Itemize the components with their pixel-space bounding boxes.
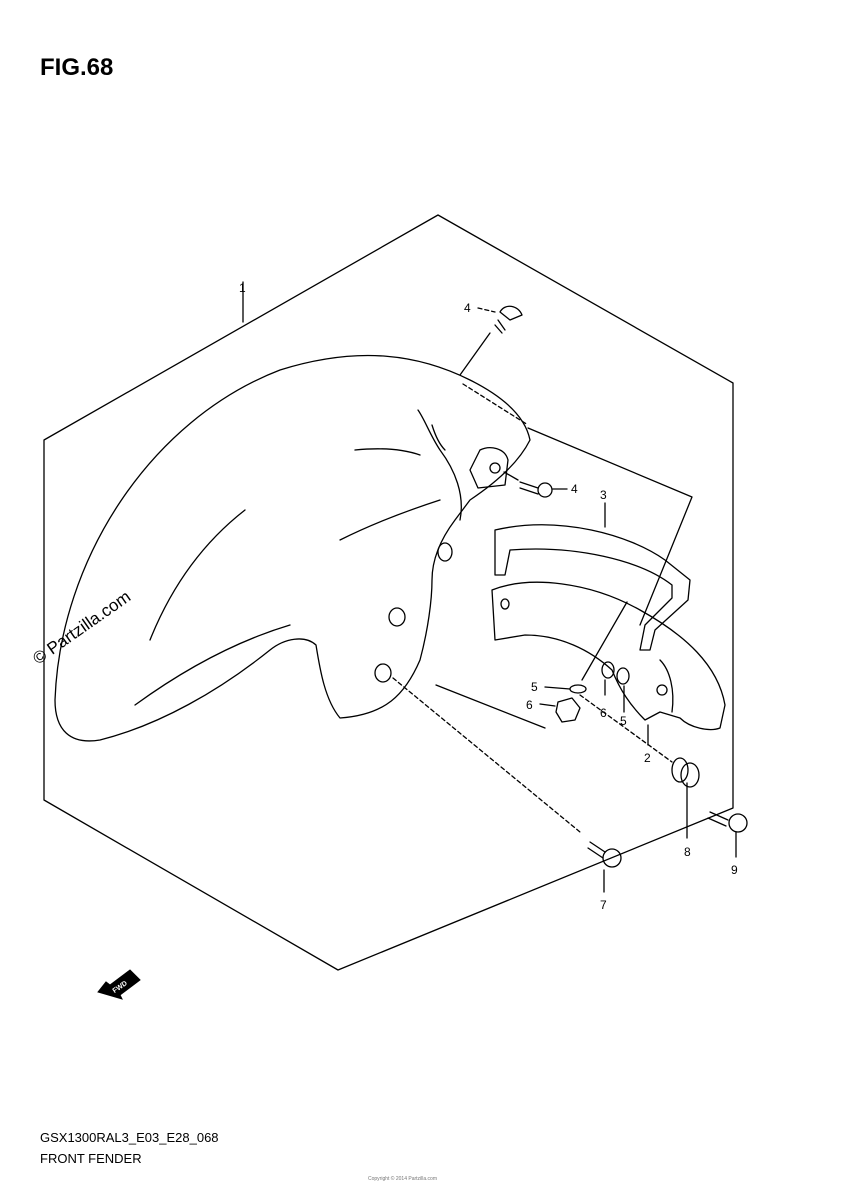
forward-arrow-icon: FWD <box>97 969 141 1000</box>
bolt-part-7 <box>587 841 622 868</box>
assembly-boundary <box>43 214 734 971</box>
front-fender-shape <box>54 354 531 742</box>
callout-part-4-top: 4 <box>464 301 471 315</box>
callout-part-2: 2 <box>644 751 651 765</box>
nut-part-6-right <box>601 661 615 679</box>
callout-part-5-right: 5 <box>620 714 627 728</box>
fender-bracket-tab <box>469 447 509 489</box>
washer-part-5-right <box>616 667 630 685</box>
bolt-part-9 <box>707 811 748 833</box>
figure-title: FIG.68 <box>40 54 114 81</box>
callout-part-3: 3 <box>600 488 607 502</box>
fender-mount-hole <box>374 663 392 683</box>
callout-part-9: 9 <box>731 863 738 877</box>
callout-part-6-left: 6 <box>526 698 533 712</box>
watermark-text: © Partzilla.com <box>29 587 134 668</box>
callout-part-6-right: 6 <box>600 706 607 720</box>
lower-bracket-part-2 <box>491 581 726 731</box>
callout-part-5-left: 5 <box>531 680 538 694</box>
screw-part-4-side <box>519 481 553 498</box>
fender-mount-hole <box>388 607 406 627</box>
footer-copyright: Copyright © 2014 Partzilla.com <box>368 1176 437 1182</box>
callout-part-8: 8 <box>684 845 691 859</box>
callout-part-7: 7 <box>600 898 607 912</box>
upper-bracket-part-3 <box>494 524 691 651</box>
model-code: GSX1300RAL3_E03_E28_068 <box>40 1130 219 1145</box>
callout-part-4-side: 4 <box>571 482 578 496</box>
grommet-part-8 <box>671 757 700 788</box>
nut-part-6-left <box>555 697 581 723</box>
fender-mount-hole <box>437 542 453 562</box>
washer-part-5-left <box>569 684 587 694</box>
diagram-name: FRONT FENDER <box>40 1151 142 1166</box>
screw-part-4-top <box>494 305 523 334</box>
callout-part-1: 1 <box>239 281 246 295</box>
inner-panel-outline <box>527 427 693 626</box>
